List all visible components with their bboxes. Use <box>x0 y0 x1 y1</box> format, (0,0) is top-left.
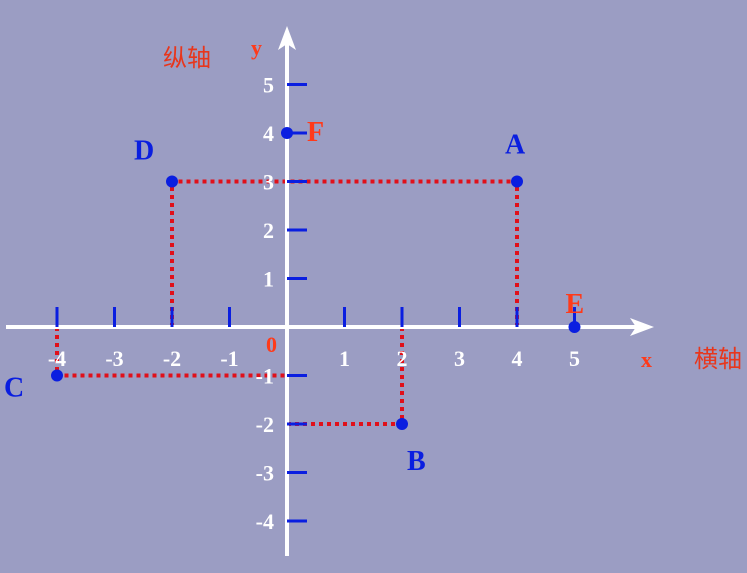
guide-line-a <box>287 179 519 327</box>
point-d-label: D <box>134 136 154 167</box>
y-tick-label: 2 <box>263 218 274 243</box>
x-tick-label: 5 <box>569 346 580 371</box>
x-tick-label: -3 <box>105 346 123 371</box>
y-tick-label: 1 <box>263 267 274 292</box>
y-tick-label: -2 <box>256 412 274 437</box>
y-tick-label: 5 <box>263 73 274 98</box>
point-c-label: C <box>4 373 24 404</box>
x-axis-letter: x <box>641 347 652 372</box>
guide-line-d <box>170 179 287 327</box>
x-axis-arrow <box>630 318 654 336</box>
y-axis-letter: y <box>251 35 262 60</box>
y-axis-name: 纵轴 <box>163 44 211 72</box>
y-tick-label: 3 <box>263 170 274 195</box>
x-tick-label: -4 <box>48 346 66 371</box>
x-tick-label: -1 <box>220 346 238 371</box>
y-axis-arrow <box>278 26 296 50</box>
x-tick-label: 3 <box>454 346 465 371</box>
point-a-label: A <box>505 130 526 161</box>
y-tick-label: 4 <box>263 121 274 146</box>
y-tick-label: -1 <box>256 364 274 389</box>
point-f-label: F <box>307 117 324 148</box>
origin-label: 0 <box>266 332 277 357</box>
x-tick-label: -2 <box>163 346 181 371</box>
point-b-label: B <box>407 446 426 477</box>
x-axis-name: 横轴 <box>694 345 742 373</box>
point-e-label: E <box>566 289 585 320</box>
point-c-marker <box>51 369 63 382</box>
point-e-marker <box>568 321 581 333</box>
point-d-marker <box>166 175 178 188</box>
x-tick-label: 1 <box>339 346 350 371</box>
point-f-marker <box>281 127 293 139</box>
point-a-marker <box>511 175 523 188</box>
x-tick-label: 4 <box>512 346 523 371</box>
x-tick-label: 2 <box>397 346 408 371</box>
point-b-marker <box>396 418 408 430</box>
y-tick-label: -4 <box>256 509 274 534</box>
y-tick-label: -3 <box>256 461 274 486</box>
